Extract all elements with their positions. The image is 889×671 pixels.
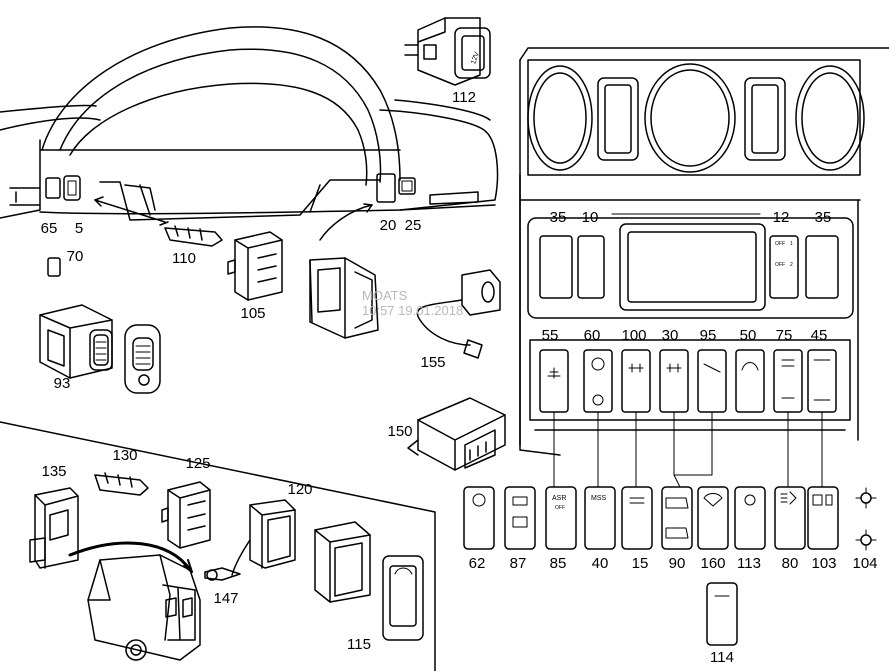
part-label-15: 15 xyxy=(631,555,649,572)
part-label-110: 110 xyxy=(172,250,196,267)
part-label-105: 105 xyxy=(240,305,266,322)
watermark-line-1: MOATS xyxy=(362,288,408,303)
part-label-25: 25 xyxy=(404,217,422,234)
part-label-85: 85 xyxy=(549,555,567,572)
part-label-95: 95 xyxy=(699,327,717,344)
off-text-b: OFF xyxy=(775,262,785,268)
part-label-35-right: 35 xyxy=(814,209,832,226)
asr-off-text: OFF xyxy=(555,505,565,511)
part-label-125: 125 xyxy=(185,455,211,472)
part-label-70: 70 xyxy=(66,248,84,265)
watermark: MOATS 10:57 19.01.2018 xyxy=(362,288,463,318)
connector-110-drawing xyxy=(159,221,223,247)
off-text-a: OFF xyxy=(775,241,785,247)
part-label-50: 50 xyxy=(739,327,757,344)
part-label-10: 10 xyxy=(581,209,599,226)
part-label-115: 115 xyxy=(347,636,371,653)
module-150-drawing xyxy=(407,397,506,471)
center-console-drawing xyxy=(519,47,889,456)
part-label-135: 135 xyxy=(41,463,67,480)
part-label-100: 100 xyxy=(621,327,647,344)
part-label-150: 150 xyxy=(387,423,413,440)
instrument-cluster-drawing xyxy=(0,26,499,221)
leader-lines xyxy=(553,411,823,488)
switch-70-drawing xyxy=(47,257,61,277)
part-label-155: 155 xyxy=(420,354,446,371)
thumbwheel-switch-93-drawing xyxy=(39,304,161,394)
socket-12v-text: 12V xyxy=(470,51,481,65)
rocker-switch-assembly-drawing xyxy=(309,257,379,339)
detail-switch-row xyxy=(463,486,877,646)
part-label-5: 5 xyxy=(74,220,84,237)
part-label-87: 87 xyxy=(509,555,527,572)
watermark-line-2: 10:57 19.01.2018 xyxy=(362,303,464,318)
arrow-110-to-65 xyxy=(94,199,166,223)
arrow-105-to-20 xyxy=(319,204,373,241)
part-label-12: 12 xyxy=(772,209,790,226)
sensor-155-drawing xyxy=(416,269,501,359)
part-label-45: 45 xyxy=(810,327,828,344)
part-label-147: 147 xyxy=(213,590,239,607)
part-label-55: 55 xyxy=(541,327,559,344)
connector-housing-105-drawing xyxy=(227,231,283,301)
part-label-60: 60 xyxy=(583,327,601,344)
mss-text: MSS xyxy=(591,495,607,502)
part-label-20: 20 xyxy=(379,217,397,234)
part-label-120: 120 xyxy=(287,481,313,498)
part-label-113: 113 xyxy=(737,555,761,572)
part-label-35-left: 35 xyxy=(549,209,567,226)
part-label-90: 90 xyxy=(668,555,686,572)
part-label-130: 130 xyxy=(112,447,138,464)
socket-12v-drawing xyxy=(404,17,491,86)
digit-1-text: 1 xyxy=(790,241,793,247)
part-label-75: 75 xyxy=(775,327,793,344)
part-label-40: 40 xyxy=(591,555,609,572)
part-label-65: 65 xyxy=(40,220,58,237)
part-label-93: 93 xyxy=(53,375,71,392)
part-label-30: 30 xyxy=(661,327,679,344)
part-label-104: 104 xyxy=(852,555,878,572)
part-label-80: 80 xyxy=(781,555,799,572)
part-label-62: 62 xyxy=(468,555,486,572)
asr-text: ASR xyxy=(552,495,566,502)
part-label-103: 103 xyxy=(811,555,837,572)
van-rear-section-drawing xyxy=(0,421,436,671)
part-label-160: 160 xyxy=(700,555,726,572)
part-label-114: 114 xyxy=(710,649,734,666)
digit-2-text: 2 xyxy=(790,262,793,268)
part-label-112: 112 xyxy=(452,89,476,106)
